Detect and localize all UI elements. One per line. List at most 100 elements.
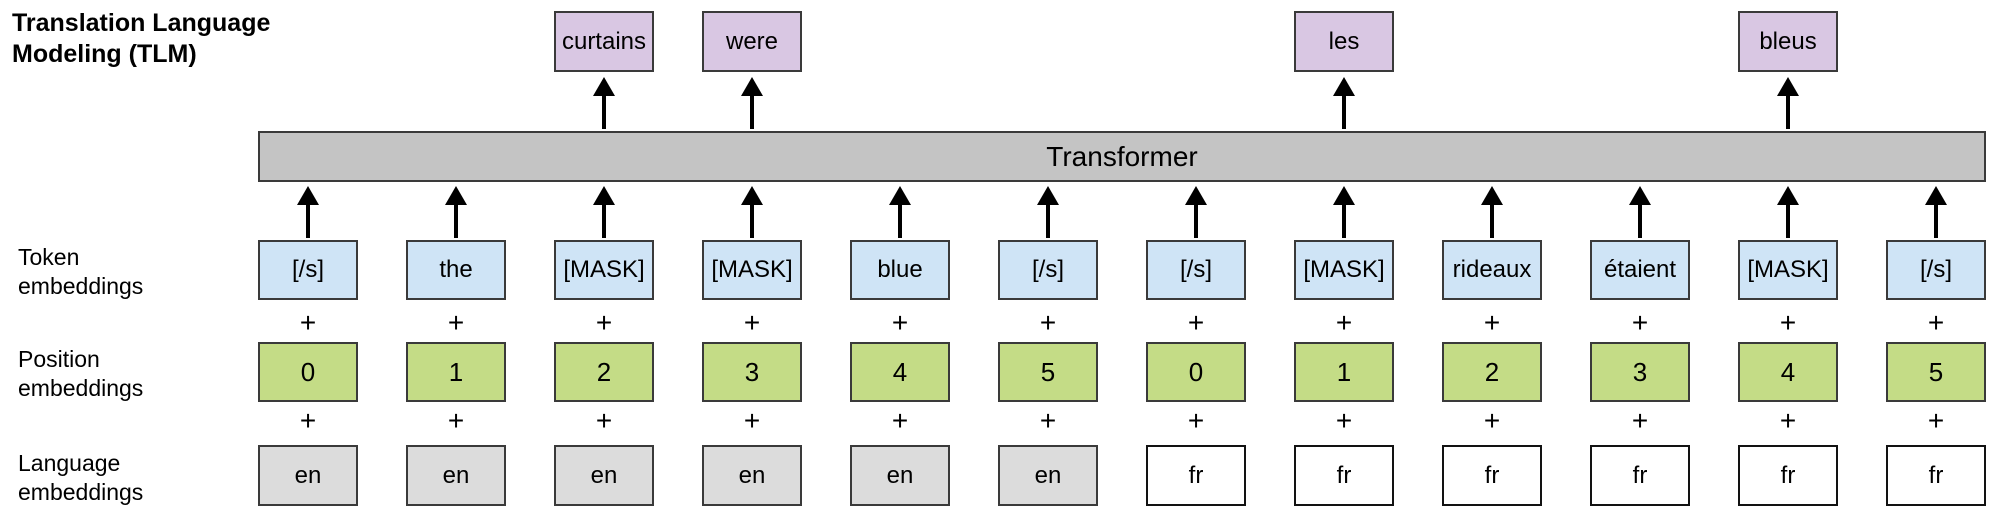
arrow-head xyxy=(1777,186,1799,205)
token-embedding-box: [/s] xyxy=(1886,240,1986,300)
row-label-token-embeddings: Token embeddings xyxy=(18,244,144,299)
arrow-stem xyxy=(1786,205,1790,238)
position-embedding-box: 4 xyxy=(850,342,950,402)
arrow-up-icon xyxy=(1442,186,1542,238)
language-embedding-box: fr xyxy=(1146,445,1246,506)
transformer-label: Transformer xyxy=(1046,140,1198,172)
plus-operator: + xyxy=(447,405,465,436)
embedding-column: the + 1 + en xyxy=(406,0,506,522)
row-label-position-embeddings: Position embeddings xyxy=(18,346,144,401)
arrow-up-icon xyxy=(850,186,950,238)
token-embedding-box: [MASK] xyxy=(554,240,654,300)
token-embedding-box: [/s] xyxy=(1146,240,1246,300)
embedding-column: étaient + 3 + fr xyxy=(1590,0,1690,522)
embedding-column: [/s] + 0 + fr xyxy=(1146,0,1246,522)
arrow-up-icon xyxy=(406,186,506,238)
arrow-head xyxy=(593,77,615,96)
arrow-stem xyxy=(898,205,902,238)
arrow-up-icon xyxy=(1738,77,1838,129)
arrow-stem xyxy=(1342,96,1346,129)
plus-operator: + xyxy=(1631,405,1649,436)
token-embedding-box: blue xyxy=(850,240,950,300)
diagram-title: Translation Language Modeling (TLM) xyxy=(12,9,271,68)
embedding-column: bleus [MASK] + 4 + fr xyxy=(1738,0,1838,522)
arrow-head xyxy=(1333,77,1355,96)
plus-operator: + xyxy=(1335,307,1353,338)
arrow-head xyxy=(741,186,763,205)
arrow-up-icon xyxy=(554,186,654,238)
position-embedding-box: 1 xyxy=(1294,342,1394,402)
position-embedding-box: 2 xyxy=(554,342,654,402)
arrow-up-icon xyxy=(1886,186,1986,238)
position-embedding-box: 3 xyxy=(702,342,802,402)
plus-operator: + xyxy=(1631,307,1649,338)
embedding-column: [/s] + 5 + en xyxy=(998,0,1098,522)
arrow-head xyxy=(889,186,911,205)
plus-operator: + xyxy=(1187,307,1205,338)
token-embedding-box: étaient xyxy=(1590,240,1690,300)
token-embedding-box: [MASK] xyxy=(1738,240,1838,300)
position-embedding-box: 2 xyxy=(1442,342,1542,402)
plus-operator: + xyxy=(1483,307,1501,338)
token-embedding-box: [MASK] xyxy=(702,240,802,300)
language-embedding-box: en xyxy=(258,445,358,506)
predicted-token-box: bleus xyxy=(1738,11,1838,72)
plus-operator: + xyxy=(299,405,317,436)
arrow-stem xyxy=(1638,205,1642,238)
arrow-up-icon xyxy=(1738,186,1838,238)
plus-operator: + xyxy=(299,307,317,338)
arrow-head xyxy=(1925,186,1947,205)
token-embedding-box: the xyxy=(406,240,506,300)
plus-operator: + xyxy=(1039,307,1057,338)
position-embedding-box: 5 xyxy=(1886,342,1986,402)
arrow-stem xyxy=(1342,205,1346,238)
arrow-head xyxy=(297,186,319,205)
language-embedding-box: en xyxy=(554,445,654,506)
embedding-column: curtains [MASK] + 2 + en xyxy=(554,0,654,522)
plus-operator: + xyxy=(891,307,909,338)
predicted-token-box: les xyxy=(1294,11,1394,72)
arrow-stem xyxy=(454,205,458,238)
plus-operator: + xyxy=(595,307,613,338)
language-embedding-box: fr xyxy=(1442,445,1542,506)
language-embedding-box: fr xyxy=(1294,445,1394,506)
transformer-block: Transformer xyxy=(258,131,1986,182)
arrow-head xyxy=(1777,77,1799,96)
arrow-up-icon xyxy=(1294,186,1394,238)
language-embedding-box: fr xyxy=(1738,445,1838,506)
plus-operator: + xyxy=(1187,405,1205,436)
position-embedding-box: 3 xyxy=(1590,342,1690,402)
position-embedding-box: 5 xyxy=(998,342,1098,402)
plus-operator: + xyxy=(1483,405,1501,436)
language-embedding-box: en xyxy=(850,445,950,506)
arrow-head xyxy=(1185,186,1207,205)
arrow-head xyxy=(1629,186,1651,205)
arrow-stem xyxy=(1194,205,1198,238)
arrow-stem xyxy=(1046,205,1050,238)
token-embedding-box: [/s] xyxy=(258,240,358,300)
arrow-stem xyxy=(750,205,754,238)
arrow-stem xyxy=(750,96,754,129)
arrow-up-icon xyxy=(702,186,802,238)
embedding-column: [/s] + 5 + fr xyxy=(1886,0,1986,522)
plus-operator: + xyxy=(595,405,613,436)
plus-operator: + xyxy=(1927,405,1945,436)
arrow-up-icon xyxy=(702,77,802,129)
position-embedding-box: 1 xyxy=(406,342,506,402)
plus-operator: + xyxy=(1039,405,1057,436)
token-embedding-box: [MASK] xyxy=(1294,240,1394,300)
arrow-stem xyxy=(1490,205,1494,238)
arrow-head xyxy=(593,186,615,205)
embedding-column: [/s] + 0 + en xyxy=(258,0,358,522)
embedding-column: rideaux + 2 + fr xyxy=(1442,0,1542,522)
embedding-column: were [MASK] + 3 + en xyxy=(702,0,802,522)
plus-operator: + xyxy=(743,405,761,436)
arrow-up-icon xyxy=(998,186,1098,238)
language-embedding-box: fr xyxy=(1886,445,1986,506)
plus-operator: + xyxy=(1779,405,1797,436)
position-embedding-box: 0 xyxy=(1146,342,1246,402)
arrow-up-icon xyxy=(1146,186,1246,238)
arrow-head xyxy=(445,186,467,205)
plus-operator: + xyxy=(743,307,761,338)
